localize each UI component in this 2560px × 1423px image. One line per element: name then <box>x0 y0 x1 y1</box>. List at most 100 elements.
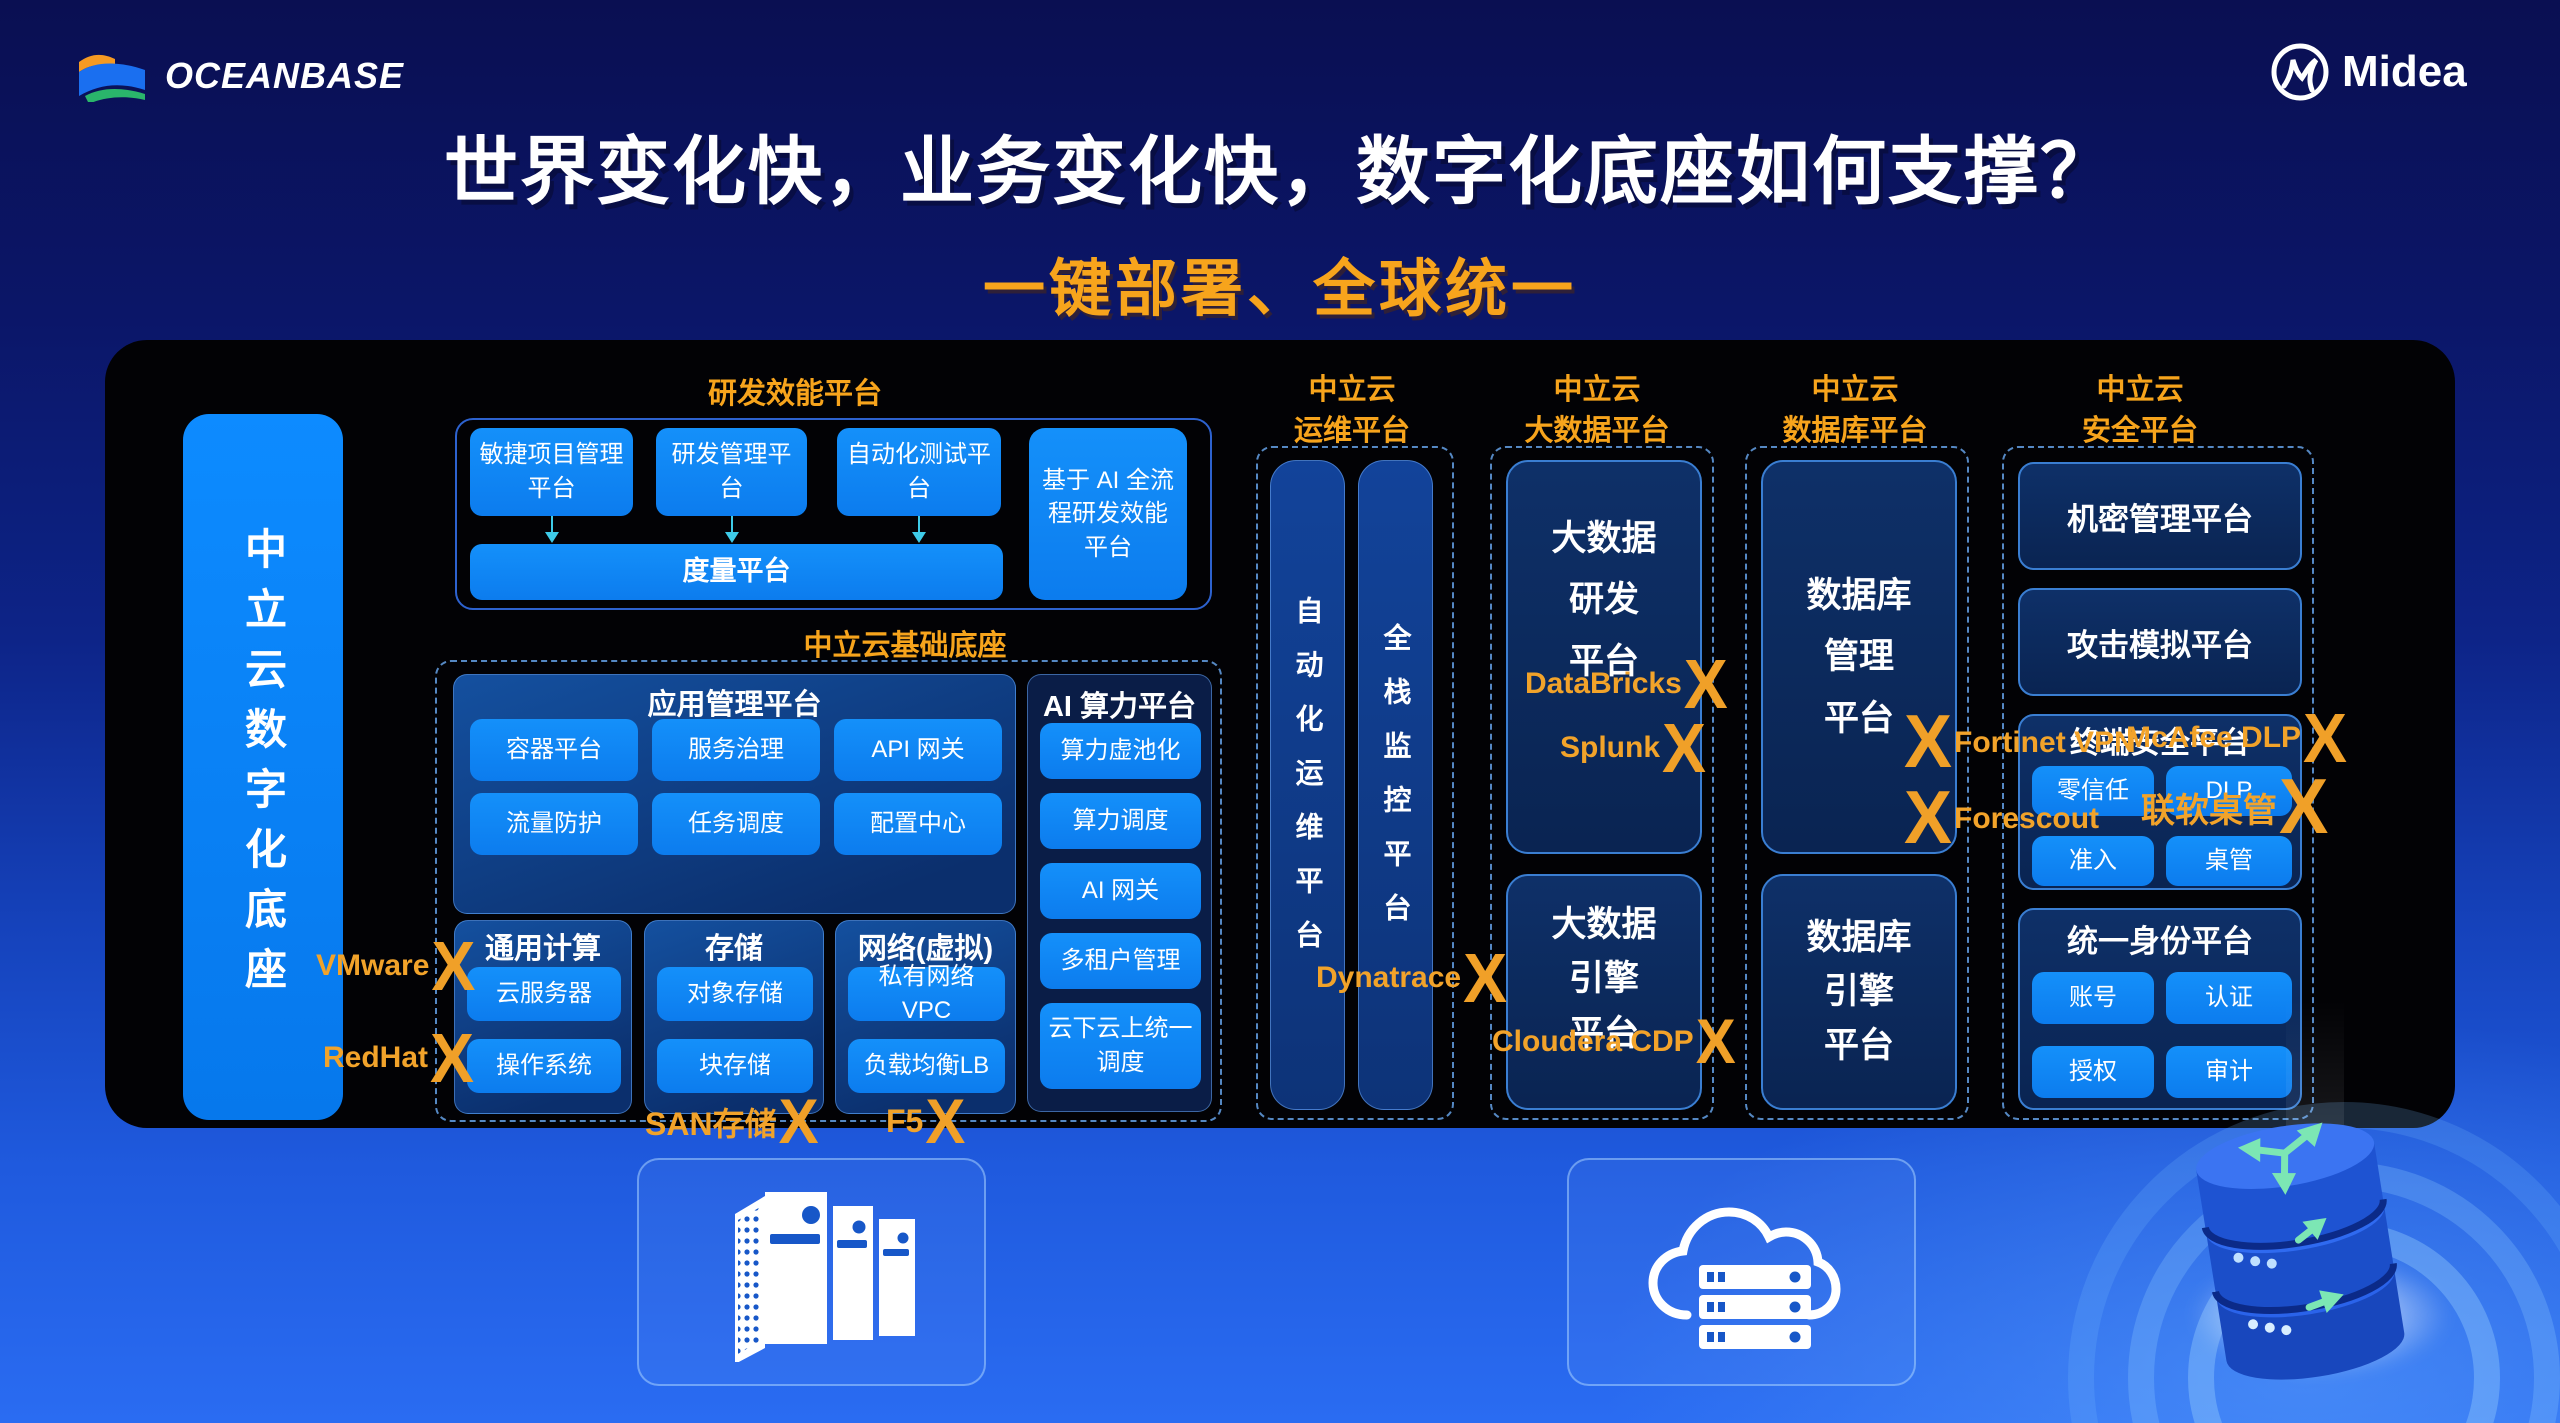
annotation-fortinet: X Fortinet VPN <box>1904 699 2136 784</box>
strike-x-icon: X <box>2279 762 2329 851</box>
object-storage-btn: 对象存储 <box>657 967 813 1021</box>
compute-panel: 通用计算 云服务器 操作系统 <box>454 920 632 1114</box>
config-center-btn: 配置中心 <box>834 793 1002 855</box>
compute-title: 通用计算 <box>484 933 601 965</box>
ai-devops-box: 基于 AI 全流程研发效能平台 <box>1029 428 1187 600</box>
security-platform-group: 机密管理平台 攻击模拟平台 终端安全平台 零信任 DLP 准入 桌管 统一身份平… <box>2002 446 2314 1120</box>
annotation-f5: F5 X <box>886 1086 966 1157</box>
server-card <box>637 1158 986 1386</box>
compute-pooling-btn: 算力虚池化 <box>1040 723 1201 779</box>
ai-compute-panel: AI 算力平台 算力虚池化 算力调度 AI 网关 多租户管理 云下云上统一调度 <box>1027 674 1212 1112</box>
bigdata-platform-label: 中立云 大数据平台 <box>1524 374 1670 447</box>
down-arrow-icon <box>725 516 739 544</box>
ai-gateway-btn: AI 网关 <box>1040 863 1201 919</box>
identity-panel: 统一身份平台 账号 认证 授权 审计 <box>2018 908 2302 1110</box>
bigdata-rd-box: 大数据 研发 平台 <box>1506 460 1702 854</box>
page-title: 世界变化快，业务变化快，数字化底座如何支撑？ <box>444 130 2116 213</box>
lb-btn: 负载均衡LB <box>848 1039 1005 1093</box>
annotation-databricks: DataBricks X <box>1525 645 1728 723</box>
page-subtitle: 一键部署、全球统一 <box>982 255 1577 324</box>
task-scheduling-btn: 任务调度 <box>652 793 820 855</box>
strike-x-icon: X <box>431 927 476 1005</box>
ops-platform-label: 中立云 运维平台 <box>1293 374 1410 447</box>
cloud-servers-icon <box>1647 1207 1841 1349</box>
midea-logo: Midea <box>2268 40 2467 104</box>
os-btn: 操作系统 <box>467 1039 621 1093</box>
bigdata-platform-group: 大数据 研发 平台 大数据 引擎 平台 <box>1490 446 1714 1120</box>
ops-platform-group: 自动化运维平台 全栈监控平台 <box>1256 446 1454 1120</box>
cloud-base-label: 中立云基础底座 <box>803 630 1007 662</box>
strike-x-icon: X <box>430 1019 475 1097</box>
strike-x-icon: X <box>1662 709 1707 787</box>
storage-title: 存储 <box>704 933 763 965</box>
vpc-btn: 私有网络VPC <box>848 963 1005 1024</box>
dlp-btn: DLP <box>2166 766 2292 816</box>
endpoint-security-title: 终端安全平台 <box>2070 727 2250 760</box>
strike-x-icon: X <box>1695 1006 1736 1077</box>
devops-platform-group: 敏捷项目管理平台 研发管理平台 自动化测试平台 度量平台 基于 AI 全流程研发… <box>455 418 1212 610</box>
authz-btn: 授权 <box>2032 1046 2154 1098</box>
annotation-san: SAN存储 X <box>645 1086 819 1157</box>
strike-x-icon: X <box>1463 939 1508 1017</box>
annotation-redhat: RedHat X <box>323 1019 475 1097</box>
block-storage-btn: 块存储 <box>657 1039 813 1093</box>
annotation-splunk: Splunk X <box>1560 709 1707 787</box>
traffic-protection-btn: 流量防护 <box>470 793 638 855</box>
strike-x-icon: X <box>925 1086 966 1157</box>
desktop-mgmt-btn: 桌管 <box>2166 836 2292 886</box>
ai-compute-title: AI 算力平台 <box>1042 691 1197 723</box>
account-btn: 账号 <box>2032 972 2154 1024</box>
storage-panel: 存储 对象存储 块存储 <box>644 920 824 1114</box>
down-arrow-icon <box>545 516 559 544</box>
strike-x-icon: X <box>1904 699 1953 784</box>
cloud-server-btn: 云服务器 <box>467 967 621 1021</box>
unified-scheduling-btn: 云下云上统一调度 <box>1040 1003 1201 1089</box>
annotation-mcafee: McAfee DLP X <box>2126 699 2348 777</box>
zero-trust-btn: 零信任 <box>2032 766 2154 816</box>
db-platform-label: 中立云 数据库平台 <box>1782 374 1928 447</box>
database-cylinder-illustration <box>2150 1080 2450 1423</box>
auto-test-box: 自动化测试平台 <box>837 428 1001 516</box>
bigdata-engine-box: 大数据 引擎 平台 <box>1506 874 1702 1110</box>
network-panel: 网络(虚拟) 私有网络VPC 负载均衡LB <box>835 920 1016 1114</box>
db-mgmt-box: 数据库 管理 平台 <box>1761 460 1957 854</box>
app-mgmt-title: 应用管理平台 <box>647 689 822 721</box>
server-towers-icon <box>734 1192 915 1362</box>
authn-btn: 认证 <box>2166 972 2292 1024</box>
midea-circle-icon <box>2271 43 2329 101</box>
container-platform-btn: 容器平台 <box>470 719 638 781</box>
oceanbase-logo: OCEANBASE <box>75 50 404 102</box>
devops-platform-label: 研发效能平台 <box>707 378 882 410</box>
cloud-card <box>1567 1158 1916 1386</box>
annotation-vmware: VMware X <box>316 927 476 1005</box>
annotation-cloudera: Cloudera CDP X <box>1492 1006 1736 1077</box>
strike-x-icon: X <box>2303 699 2348 777</box>
strike-x-icon: X <box>1683 645 1728 723</box>
compute-scheduling-btn: 算力调度 <box>1040 793 1201 849</box>
architecture-panel: 中立云数字化底座 研发效能平台 敏捷项目管理平台 研发管理平台 自动化测试平台 … <box>105 340 2455 1128</box>
digital-base-sidebar: 中立云数字化底座 <box>183 414 343 1120</box>
security-platform-label: 中立云 安全平台 <box>2081 374 2198 447</box>
attack-sim-box: 攻击模拟平台 <box>2018 588 2302 696</box>
identity-title: 统一身份平台 <box>2067 924 2253 959</box>
audit-btn: 审计 <box>2166 1046 2292 1098</box>
secret-mgmt-box: 机密管理平台 <box>2018 462 2302 570</box>
metrics-platform-bar: 度量平台 <box>470 544 1003 600</box>
endpoint-security-panel: 终端安全平台 零信任 DLP 准入 桌管 <box>2018 714 2302 890</box>
rd-mgmt-box: 研发管理平台 <box>656 428 807 516</box>
agile-pm-box: 敏捷项目管理平台 <box>470 428 633 516</box>
annotation-dynatrace: Dynatrace X <box>1316 939 1508 1017</box>
annotation-liansoft: 联软桌管 X <box>2141 762 2329 851</box>
db-platform-group: 数据库 管理 平台 数据库 引擎 平台 <box>1745 446 1969 1120</box>
down-arrow-icon <box>912 516 926 544</box>
api-gateway-btn: API 网关 <box>834 719 1002 781</box>
midea-wordmark: Midea <box>2342 47 2467 96</box>
annotation-forescout: X Forescout <box>1904 775 2100 860</box>
auto-ops-bar: 自动化运维平台 <box>1270 460 1345 1110</box>
oceanbase-wordmark: OCEANBASE <box>165 55 405 96</box>
fullstack-monitor-bar: 全栈监控平台 <box>1358 460 1433 1110</box>
cloud-base-group: 应用管理平台 容器平台 服务治理 API 网关 流量防护 任务调度 配置中心 A… <box>435 660 1222 1122</box>
service-governance-btn: 服务治理 <box>652 719 820 781</box>
oceanbase-flag-icon <box>79 54 145 102</box>
